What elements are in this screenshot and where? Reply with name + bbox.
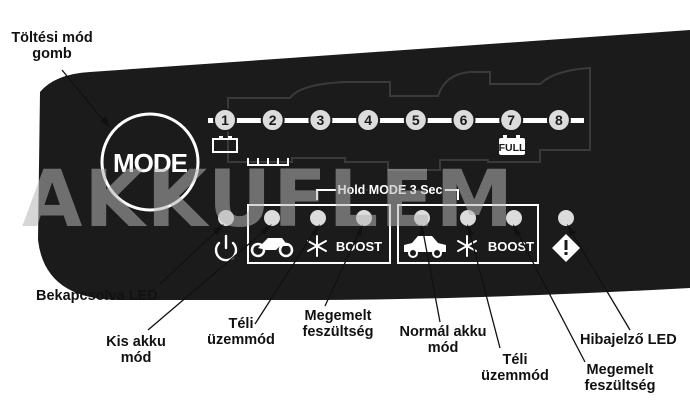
callout-normal-battery: Normál akku mód bbox=[388, 324, 498, 356]
callout-winter-2-text: Téli üzemmód bbox=[481, 352, 549, 384]
mode-button-label: MODE bbox=[113, 148, 188, 178]
step-1-led bbox=[213, 108, 237, 132]
battery-icon bbox=[212, 136, 238, 153]
snowflake-icon bbox=[307, 235, 327, 257]
callout-winter-1-text: Téli üzemmód bbox=[207, 316, 275, 348]
step-6-label: 6 bbox=[460, 112, 468, 128]
callout-small-battery: Kis akku mód bbox=[96, 334, 176, 366]
step-5-label: 5 bbox=[412, 112, 420, 128]
charge-steps: 1 2 3 4 5 6 7 8 bbox=[213, 108, 571, 132]
callout-error-led: Hibajelző LED bbox=[580, 332, 677, 348]
step-3-led bbox=[308, 108, 333, 132]
step-6-led bbox=[451, 108, 476, 132]
callout-boost-1-text: Megemelt feszültség bbox=[302, 308, 374, 340]
callout-boost-2-text: Megemelt feszültség bbox=[584, 362, 656, 394]
hold-mode-label: Hold MODE 3 Sec bbox=[338, 183, 443, 197]
step-8-led bbox=[546, 108, 571, 132]
step-outline bbox=[227, 66, 591, 171]
step-1-label: 1 bbox=[221, 112, 229, 128]
step-2-label: 2 bbox=[269, 112, 277, 128]
callout-mode-button-text: Töltési mód gomb bbox=[11, 30, 93, 62]
step-8-label: 8 bbox=[555, 112, 563, 128]
boost-led-1 bbox=[356, 210, 372, 226]
callout-normal-battery-text: Normál akku mód bbox=[399, 324, 487, 356]
callout-lines bbox=[61, 69, 631, 363]
watermark: AKKUFLEM bbox=[22, 155, 516, 245]
callout-winter-2: Téli üzemmód bbox=[470, 352, 560, 384]
step-7-label: 7 bbox=[507, 112, 515, 128]
callout-arrowheads bbox=[100, 116, 576, 236]
step-7-led bbox=[499, 108, 524, 132]
boost-label-1: BOOST bbox=[336, 239, 382, 254]
power-led bbox=[218, 210, 234, 226]
winter-led-2 bbox=[460, 210, 476, 226]
callout-boost-1: Megemelt feszültség bbox=[288, 308, 388, 340]
normal-battery-led bbox=[414, 210, 430, 226]
step-4-led bbox=[356, 108, 381, 132]
mode-button[interactable]: MODE bbox=[100, 112, 200, 212]
small-battery-led bbox=[264, 210, 280, 226]
callout-mode-button: Töltési mód gomb bbox=[6, 30, 98, 62]
charge-progress-bar bbox=[208, 118, 584, 123]
panel-body bbox=[38, 30, 690, 300]
step-2-led bbox=[260, 108, 285, 132]
hold-mode-bracket bbox=[247, 189, 539, 264]
callout-small-battery-text: Kis akku mód bbox=[106, 334, 166, 366]
callout-power-led: Bekapcsolva LED bbox=[36, 288, 158, 304]
callout-error-led-text: Hibajelző LED bbox=[580, 332, 677, 348]
winter-led-1 bbox=[310, 210, 326, 226]
power-icon bbox=[214, 234, 238, 262]
error-led bbox=[558, 210, 574, 226]
step-5-led bbox=[403, 108, 428, 132]
callout-winter-1: Téli üzemmód bbox=[196, 316, 286, 348]
full-label: FULL bbox=[499, 142, 526, 154]
error-icon bbox=[552, 234, 580, 262]
step-3-label: 3 bbox=[317, 112, 325, 128]
motorcycle-icon bbox=[250, 238, 294, 258]
callout-power-led-text: Bekapcsolva LED bbox=[36, 288, 158, 304]
full-badge: FULL bbox=[499, 135, 526, 155]
comb-mark bbox=[247, 158, 289, 166]
boost-led-2 bbox=[506, 210, 522, 226]
led-row bbox=[218, 210, 574, 226]
step-4-label: 4 bbox=[364, 112, 372, 128]
callout-boost-2: Megemelt feszültség bbox=[570, 362, 670, 394]
